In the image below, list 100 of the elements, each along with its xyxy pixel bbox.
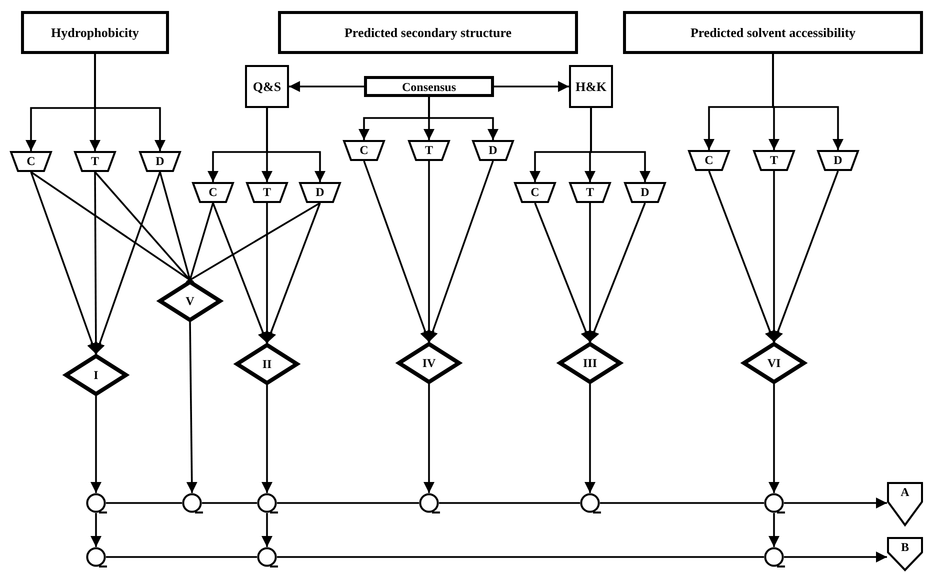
node-label: T (90, 154, 99, 166)
process-box (364, 76, 494, 97)
junction-circle (182, 493, 202, 513)
node-label: T (586, 186, 594, 198)
decision-diamond (742, 342, 806, 384)
arrow (494, 81, 569, 92)
process-box (623, 11, 923, 54)
node-label: Hydrophobicity (51, 24, 139, 42)
trapezoid-box (10, 151, 52, 172)
arrow (708, 170, 776, 342)
arrow (784, 498, 887, 508)
arrow (90, 513, 102, 547)
trapezoid-box (74, 151, 116, 172)
trapezoid-box (139, 151, 181, 172)
process-box (245, 65, 289, 108)
arrow (768, 384, 780, 493)
node-label: T (424, 144, 433, 156)
decision-diamond (397, 342, 461, 384)
arrow (534, 202, 592, 342)
node-label: C (360, 144, 368, 156)
junction-circle (764, 547, 784, 567)
node-label: Consensus (402, 80, 456, 92)
trapezoid-box (192, 182, 234, 203)
node-label: Predicted solvent accessibility (690, 24, 856, 42)
junction-circle (419, 493, 439, 513)
node-label: D (834, 154, 842, 166)
trapezoid-box (408, 140, 450, 161)
node-label: C (26, 154, 36, 166)
junction-circle (764, 493, 784, 513)
node-label: C (704, 154, 714, 166)
trapezoid-box (753, 150, 795, 171)
connector-line (277, 502, 419, 504)
connector-line (277, 556, 764, 558)
node-label: D (640, 186, 650, 198)
node-label: Q&S (252, 78, 282, 96)
node-label: IV (422, 357, 436, 369)
arrow (772, 54, 844, 150)
node-label: T (262, 186, 271, 198)
node-label: III (582, 357, 597, 369)
arrow (584, 384, 596, 493)
node-label: I (94, 369, 98, 381)
node-label: VI (767, 357, 781, 369)
node-label: D (156, 154, 164, 166)
trapezoid-box (569, 182, 611, 203)
trapezoid-box (817, 150, 859, 171)
arrow (363, 160, 430, 342)
arrow (212, 202, 268, 344)
trapezoid-box (343, 140, 385, 161)
trapezoid-box (624, 182, 666, 203)
trapezoid-box (472, 140, 514, 161)
junction-circle (257, 547, 277, 567)
offpage-connector (887, 482, 923, 526)
node-label: II (262, 358, 272, 370)
process-box (278, 11, 578, 54)
node-label: D (488, 144, 498, 156)
arrow (266, 202, 321, 344)
arrow (94, 172, 161, 354)
arrow (424, 384, 434, 493)
junction-circle (580, 493, 600, 513)
arrow (768, 513, 780, 547)
connector-line (439, 502, 580, 504)
node-label: Predicted secondary structure (344, 24, 512, 42)
decision-diamond (158, 280, 222, 322)
arrow (266, 108, 326, 182)
trapezoid-box (246, 182, 288, 203)
node-label: C (530, 186, 540, 198)
arrow (262, 385, 272, 493)
node-label: T (770, 154, 778, 166)
junction-circle (257, 493, 277, 513)
trapezoid-box (688, 150, 730, 171)
connector-line (106, 556, 257, 558)
arrow (784, 552, 887, 562)
node-label: V (186, 295, 194, 307)
arrow (772, 170, 839, 342)
arrow (427, 160, 494, 342)
offpage-connector (887, 537, 923, 571)
decision-diamond (558, 342, 622, 384)
arrow (262, 513, 272, 547)
arrow (94, 54, 166, 151)
arrow (590, 108, 650, 182)
connector-line (600, 502, 764, 504)
trapezoid-box (299, 182, 341, 203)
process-box (569, 65, 613, 108)
decision-diamond (64, 354, 128, 396)
arrow (428, 97, 498, 140)
process-box (21, 11, 169, 54)
junction-circle (86, 547, 106, 567)
node-label: B (900, 541, 909, 553)
decision-diamond (235, 343, 299, 385)
junction-circle (86, 493, 106, 513)
connector-line (202, 502, 257, 504)
arrow (289, 81, 364, 92)
node-label: D (316, 186, 324, 198)
arrow (186, 322, 198, 493)
node-label: C (208, 186, 218, 198)
trapezoid-box (514, 182, 556, 203)
arrow (90, 396, 102, 493)
arrow (30, 172, 98, 354)
connector-line (106, 502, 182, 504)
node-label: H&K (575, 78, 607, 96)
